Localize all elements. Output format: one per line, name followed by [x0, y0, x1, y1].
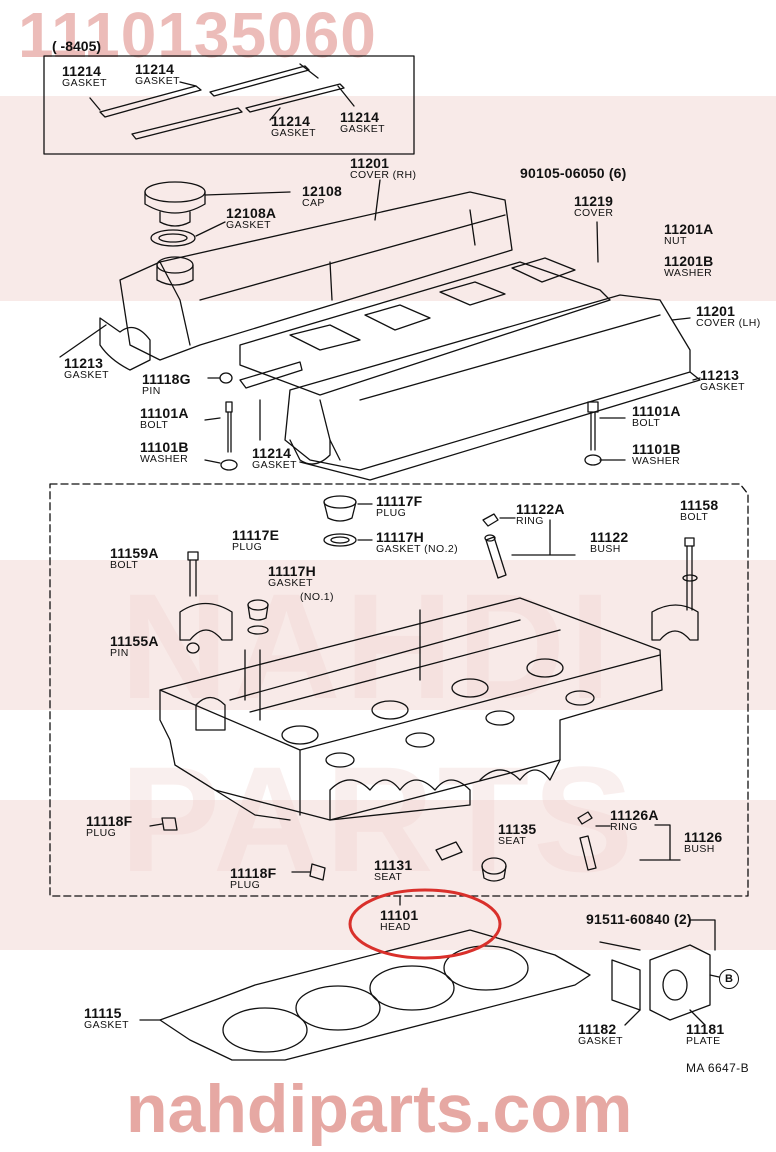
- gasket-strip: [245, 83, 345, 113]
- inset-box: [43, 55, 415, 155]
- head-boundary: [49, 483, 749, 897]
- part-label-p8: 90105-06050 (6): [520, 165, 627, 181]
- oil-cap: [144, 181, 206, 203]
- part-label-p37: 91511-60840 (2): [586, 911, 692, 927]
- watermark-band: [0, 96, 776, 301]
- reference-circle-b: B: [719, 969, 739, 989]
- cap-gasket: [150, 229, 196, 247]
- gasket-strip: [209, 65, 310, 97]
- part-label-p28b: (NO.1): [300, 591, 334, 603]
- watermark-band: [0, 800, 776, 950]
- cylinder-head: [159, 597, 663, 821]
- watermark-top: 1110135060: [18, 0, 377, 71]
- diagram-code: MA 6647-B: [686, 1061, 749, 1075]
- highlight-head: [348, 888, 502, 960]
- cover-rh: [119, 191, 513, 361]
- head-gasket: [159, 929, 591, 1061]
- watermark-bottom: nahdiparts.com: [126, 1071, 633, 1147]
- cover-center: [239, 261, 611, 396]
- gasket-strip: [131, 107, 243, 140]
- watermark-band: [0, 560, 776, 710]
- gasket-strip: [99, 85, 202, 118]
- inset-date-label: ( -8405): [52, 38, 102, 54]
- watermark-middle: NAHDI PARTS: [120, 562, 638, 903]
